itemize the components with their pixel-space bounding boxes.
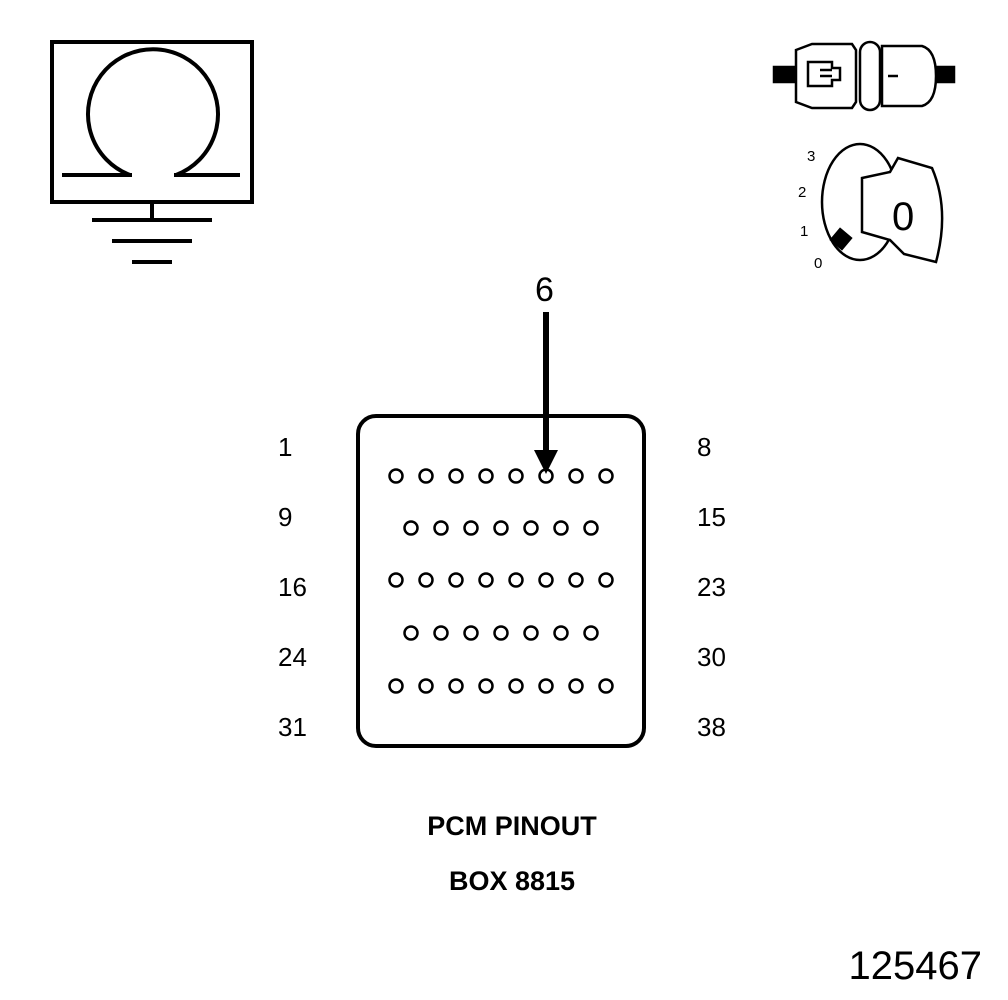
pin-hole-33 xyxy=(448,678,464,694)
pin-hole-11 xyxy=(463,520,479,536)
pin-hole-7 xyxy=(568,468,584,484)
row-label-right-2: 15 xyxy=(697,502,726,532)
pin-hole-16 xyxy=(388,572,404,588)
ignition-position-2: 2 xyxy=(798,184,807,201)
ohmmeter-icon xyxy=(50,40,254,264)
pin-holes xyxy=(388,468,614,694)
ignition-position-3: 3 xyxy=(807,148,816,165)
pin-hole-8 xyxy=(598,468,614,484)
row-label-right-3: 23 xyxy=(697,572,726,602)
pin-hole-12 xyxy=(493,520,509,536)
pin-hole-23 xyxy=(598,572,614,588)
pin-hole-22 xyxy=(568,572,584,588)
target-pin-number: 6 xyxy=(535,271,554,309)
pin-hole-24 xyxy=(403,625,419,641)
row-label-left-5: 31 xyxy=(278,712,307,742)
pin-hole-28 xyxy=(523,625,539,641)
pin-hole-14 xyxy=(553,520,569,536)
pin-hole-18 xyxy=(448,572,464,588)
ignition-position-0: 0 xyxy=(814,255,823,272)
pin-hole-4 xyxy=(478,468,494,484)
row-label-right-5: 38 xyxy=(697,712,726,742)
connector-disconnect-icon xyxy=(772,40,956,112)
pin-hole-31 xyxy=(388,678,404,694)
pin-hole-2 xyxy=(418,468,434,484)
pin-hole-9 xyxy=(403,520,419,536)
ignition-position-1: 1 xyxy=(800,223,809,240)
pin-hole-13 xyxy=(523,520,539,536)
pin-hole-20 xyxy=(508,572,524,588)
pin-hole-19 xyxy=(478,572,494,588)
row-label-left-1: 1 xyxy=(278,432,293,462)
pin-hole-29 xyxy=(553,625,569,641)
row-label-left-3: 16 xyxy=(278,572,307,602)
pin-hole-1 xyxy=(388,468,404,484)
pcm-connector xyxy=(356,414,646,748)
pin-hole-26 xyxy=(463,625,479,641)
ignition-key-label: 0 xyxy=(892,195,915,239)
row-label-left-4: 24 xyxy=(278,642,307,672)
pin-hole-38 xyxy=(598,678,614,694)
pin-hole-30 xyxy=(583,625,599,641)
pin-hole-36 xyxy=(538,678,554,694)
pin-hole-32 xyxy=(418,678,434,694)
pin-hole-5 xyxy=(508,468,524,484)
caption-subtitle: BOX 8815 xyxy=(448,866,576,896)
row-label-right-1: 8 xyxy=(697,432,712,462)
figure-number: 125467 xyxy=(848,944,982,988)
row-label-left-2: 9 xyxy=(278,502,293,532)
pin-hole-37 xyxy=(568,678,584,694)
pin-hole-3 xyxy=(448,468,464,484)
pin-hole-25 xyxy=(433,625,449,641)
pin-hole-21 xyxy=(538,572,554,588)
pin-hole-17 xyxy=(418,572,434,588)
pin-hole-35 xyxy=(508,678,524,694)
pin-pointer-arrow xyxy=(534,312,558,474)
row-label-right-4: 30 xyxy=(697,642,726,672)
pin-hole-34 xyxy=(478,678,494,694)
pin-hole-27 xyxy=(493,625,509,641)
pin-hole-10 xyxy=(433,520,449,536)
caption-title: PCM PINOUT xyxy=(427,811,597,841)
ignition-key-icon xyxy=(820,142,944,264)
pin-hole-15 xyxy=(583,520,599,536)
